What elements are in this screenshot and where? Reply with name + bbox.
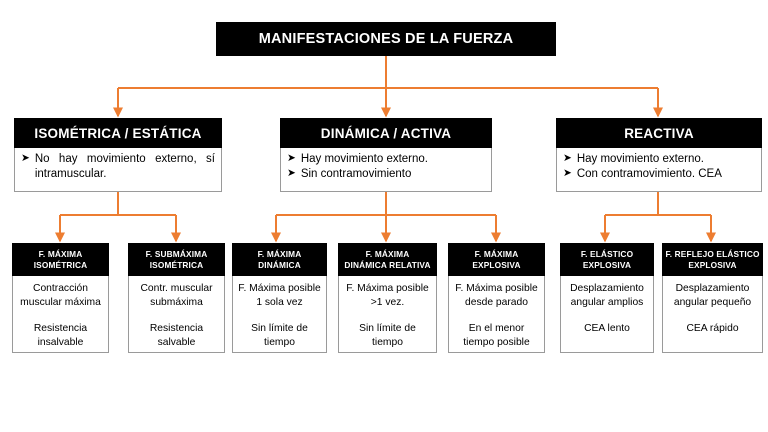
leaf-title-line2: DINÁMICA RELATIVA xyxy=(344,259,431,270)
bullet-item: ➤ Hay movimiento externo. xyxy=(287,152,485,167)
leaf-text-primary: F. Máxima posible 1 sola vez xyxy=(238,283,321,308)
leaf-title-line1: F. SUBMÁXIMA xyxy=(145,248,208,259)
branch-reactiva[interactable]: REACTIVA ➤ Hay movimiento externo. ➤ Con… xyxy=(556,118,762,192)
branch-dinamica-title: DINÁMICA / ACTIVA xyxy=(280,118,492,148)
bullet-text: Sin contramovimiento xyxy=(300,168,412,181)
leaf-title-line1: F. MÁXIMA xyxy=(257,248,302,259)
arrow-bullet-icon: ➤ xyxy=(287,167,296,180)
leaf-title: F. MÁXIMA DINÁMICA xyxy=(232,243,327,276)
leaf-title-line1: F. MÁXIMA xyxy=(474,248,519,259)
branch-isometrica-body: ➤ No hay movimiento externo, sí intramus… xyxy=(14,148,222,192)
bullet-item: ➤ No hay movimiento externo, sí intramus… xyxy=(21,152,215,182)
leaf-body: Contracción muscular máxima Resistencia … xyxy=(12,276,109,353)
leaf-f-elastico-explosiva[interactable]: F. ELÁSTICO EXPLOSIVA Desplazamiento ang… xyxy=(560,243,654,353)
leaf-text-primary: Desplazamiento angular pequeño xyxy=(673,283,752,308)
root-node[interactable]: MANIFESTACIONES DE LA FUERZA xyxy=(216,22,556,56)
leaf-title: F. REFLEJO ELÁSTICO EXPLOSIVA xyxy=(662,243,763,276)
leaf-body: F. Máxima posible desde parado En el men… xyxy=(448,276,545,353)
branch-isometrica[interactable]: ISOMÉTRICA / ESTÁTICA ➤ No hay movimient… xyxy=(14,118,222,192)
leaf-text-secondary: Resistencia insalvable xyxy=(33,323,88,349)
leaf-title-line2: ISOMÉTRICA xyxy=(33,259,88,270)
leaf-f-maxima-dinamica[interactable]: F. MÁXIMA DINÁMICA F. Máxima posible 1 s… xyxy=(232,243,327,353)
leaf-title-line1: F. ELÁSTICO xyxy=(580,248,634,259)
leaf-body: F. Máxima posible 1 sola vez Sin límite … xyxy=(232,276,327,353)
branch-isometrica-title: ISOMÉTRICA / ESTÁTICA xyxy=(14,118,222,148)
bullet-text: No hay movimiento externo, sí intramuscu… xyxy=(34,153,215,181)
leaf-title-line2: EXPLOSIVA xyxy=(472,259,521,270)
leaf-f-maxima-dinamica-relativa[interactable]: F. MÁXIMA DINÁMICA RELATIVA F. Máxima po… xyxy=(338,243,437,353)
leaf-f-maxima-isometrica[interactable]: F. MÁXIMA ISOMÉTRICA Contracción muscula… xyxy=(12,243,109,353)
bullet-text: Con contramovimiento. CEA xyxy=(576,168,722,181)
leaf-text-secondary: Sin límite de tiempo xyxy=(251,323,308,349)
branch-reactiva-title: REACTIVA xyxy=(556,118,762,148)
arrow-bullet-icon: ➤ xyxy=(563,152,572,164)
leaf-body: Contr. muscular submáxima Resistencia sa… xyxy=(128,276,225,353)
arrow-bullet-icon: ➤ xyxy=(563,167,572,180)
leaf-title-line1: F. REFLEJO ELÁSTICO xyxy=(665,248,760,259)
leaf-text-primary: F. Máxima posible desde parado xyxy=(455,283,538,308)
leaf-title: F. MÁXIMA EXPLOSIVA xyxy=(448,243,545,276)
leaf-text-secondary: En el menor tiempo posible xyxy=(463,323,530,349)
leaf-title: F. MÁXIMA DINÁMICA RELATIVA xyxy=(338,243,437,276)
leaf-title-line1: F. MÁXIMA xyxy=(38,248,83,259)
arrow-bullet-icon: ➤ xyxy=(21,152,30,164)
bullet-item: ➤ Sin contramovimiento xyxy=(287,167,485,182)
leaf-text-secondary: Resistencia salvable xyxy=(149,323,204,349)
leaf-text-secondary: CEA rápido xyxy=(686,323,739,335)
bullet-text: Hay movimiento externo. xyxy=(576,153,705,165)
leaf-f-reflejo-elastico-explosiva[interactable]: F. REFLEJO ELÁSTICO EXPLOSIVA Desplazami… xyxy=(662,243,763,353)
bullet-text: Hay movimiento externo. xyxy=(300,153,429,165)
leaf-title: F. MÁXIMA ISOMÉTRICA xyxy=(12,243,109,276)
leaf-title: F. ELÁSTICO EXPLOSIVA xyxy=(560,243,654,276)
leaf-text-primary: Contr. muscular submáxima xyxy=(140,283,213,308)
leaf-text-primary: Desplazamiento angular amplios xyxy=(570,283,644,308)
leaf-title-line2: EXPLOSIVA xyxy=(688,259,737,270)
leaf-text-primary: F. Máxima posible >1 vez. xyxy=(346,283,429,308)
branch-dinamica-body: ➤ Hay movimiento externo. ➤ Sin contramo… xyxy=(280,148,492,192)
leaf-title: F. SUBMÁXIMA ISOMÉTRICA xyxy=(128,243,225,276)
bullet-item: ➤ Hay movimiento externo. xyxy=(563,152,755,167)
branch-dinamica[interactable]: DINÁMICA / ACTIVA ➤ Hay movimiento exter… xyxy=(280,118,492,192)
leaf-body: Desplazamiento angular amplios CEA lento xyxy=(560,276,654,353)
leaf-f-submaxima-isometrica[interactable]: F. SUBMÁXIMA ISOMÉTRICA Contr. muscular … xyxy=(128,243,225,353)
leaf-text-secondary: CEA lento xyxy=(584,323,630,335)
bullet-item: ➤ Con contramovimiento. CEA xyxy=(563,167,755,182)
root-title: MANIFESTACIONES DE LA FUERZA xyxy=(216,22,556,56)
leaf-text-secondary: Sin límite de tiempo xyxy=(359,323,416,349)
leaf-f-maxima-explosiva[interactable]: F. MÁXIMA EXPLOSIVA F. Máxima posible de… xyxy=(448,243,545,353)
leaf-title-line2: DINÁMICA xyxy=(258,259,301,270)
leaf-body: F. Máxima posible >1 vez. Sin límite de … xyxy=(338,276,437,353)
leaf-body: Desplazamiento angular pequeño CEA rápid… xyxy=(662,276,763,353)
leaf-title-line2: EXPLOSIVA xyxy=(582,259,632,270)
leaf-title-line1: F. MÁXIMA xyxy=(365,248,410,259)
leaf-title-line2: ISOMÉTRICA xyxy=(149,259,204,270)
arrow-bullet-icon: ➤ xyxy=(287,152,296,164)
branch-reactiva-body: ➤ Hay movimiento externo. ➤ Con contramo… xyxy=(556,148,762,192)
leaf-text-primary: Contracción muscular máxima xyxy=(20,283,101,308)
